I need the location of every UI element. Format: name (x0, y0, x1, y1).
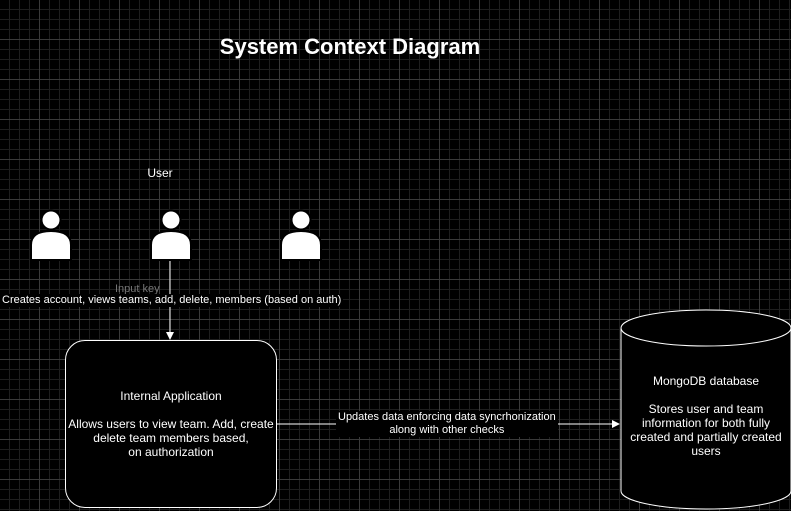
internal-application-text: Internal Application Allows users to vie… (68, 389, 274, 459)
database-cylinder[interactable] (620, 309, 791, 510)
edge-label-app-to-db: Updates data enforcing data syncrhonizat… (336, 411, 558, 437)
user-actor-icon[interactable] (150, 209, 192, 261)
edge-hidden-label: Input key (115, 283, 160, 295)
user-label: User (147, 166, 173, 180)
internal-application-box[interactable]: Internal Application Allows users to vie… (65, 340, 277, 508)
user-actor-icon[interactable] (280, 209, 322, 261)
edge-label-user-to-app: Creates account, views teams, add, delet… (0, 294, 344, 307)
user-actor-icon[interactable] (30, 209, 72, 261)
database-text: MongoDB database Stores user and team in… (630, 374, 782, 458)
diagram-title: System Context Diagram (219, 34, 481, 59)
